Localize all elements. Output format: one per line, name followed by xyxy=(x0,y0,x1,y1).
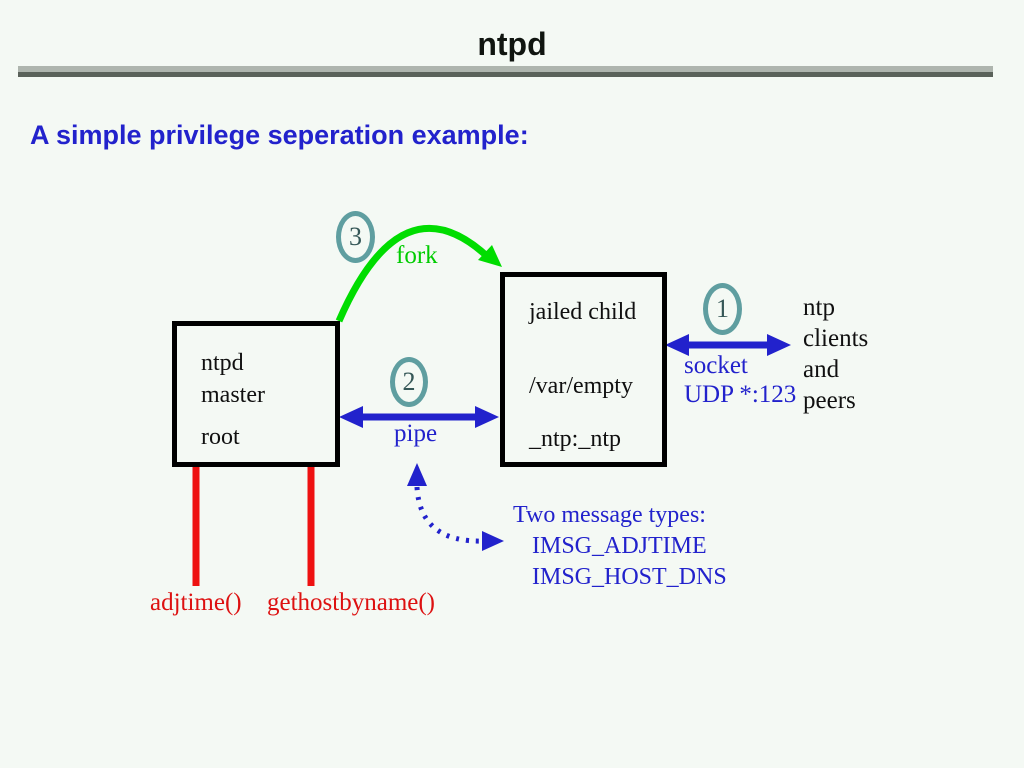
ntp-clients-line: clients xyxy=(803,325,869,352)
jailed-child-box: jailed child /var/empty _ntp:_ntp xyxy=(500,272,667,467)
separator-line-dark xyxy=(18,72,993,77)
socket-arrowhead-right xyxy=(767,334,791,356)
step-circle-2: 2 xyxy=(390,357,428,407)
master-box-line: ntpd xyxy=(201,350,244,376)
message-type-item: IMSG_ADJTIME xyxy=(532,533,707,559)
message-flow-arrowhead-right xyxy=(482,531,504,551)
message-flow-arc xyxy=(414,486,485,544)
udp-port-label: UDP *:123 xyxy=(684,381,797,408)
master-box-line: master xyxy=(201,382,265,408)
message-type-item: IMSG_HOST_DNS xyxy=(532,564,727,590)
child-box-line: jailed child xyxy=(529,299,637,325)
page-title: ntpd xyxy=(477,26,547,62)
slide-subtitle: A simple privilege seperation example: xyxy=(30,120,529,150)
step-circle-3: 3 xyxy=(336,211,375,263)
socket-label: socket xyxy=(684,352,748,379)
fork-arrow-arc xyxy=(335,224,492,323)
separator-line-light xyxy=(18,66,993,72)
step-circle-1: 1 xyxy=(703,283,742,335)
message-types-block: Two message types: IMSG_ADJTIME IMSG_HOS… xyxy=(513,500,727,593)
fork-arrowhead xyxy=(478,245,502,267)
message-flow-arrowhead-up xyxy=(407,463,427,486)
step-number: 3 xyxy=(349,222,362,251)
ntp-clients-line: ntp xyxy=(803,294,835,321)
child-box-line: /var/empty xyxy=(529,373,633,399)
pipe-arrowhead-left xyxy=(339,406,363,428)
step-number: 2 xyxy=(402,367,416,396)
gethostbyname-call-label: gethostbyname() xyxy=(267,589,436,616)
ntpd-master-box: ntpd master root xyxy=(172,321,340,467)
master-box-line: root xyxy=(201,424,240,450)
ntp-clients-label: ntp clients and peers xyxy=(803,292,868,416)
child-box-line: _ntp:_ntp xyxy=(529,426,622,452)
ntp-clients-line: peers xyxy=(803,387,856,414)
ntp-clients-line: and xyxy=(803,356,840,383)
fork-label: fork xyxy=(396,242,438,269)
step-number: 1 xyxy=(716,294,729,323)
adjtime-call-label: adjtime() xyxy=(150,589,242,616)
pipe-arrowhead-right xyxy=(475,406,499,428)
socket-arrowhead-left xyxy=(665,334,689,356)
pipe-label: pipe xyxy=(394,420,438,447)
message-types-title: Two message types: xyxy=(513,502,706,528)
